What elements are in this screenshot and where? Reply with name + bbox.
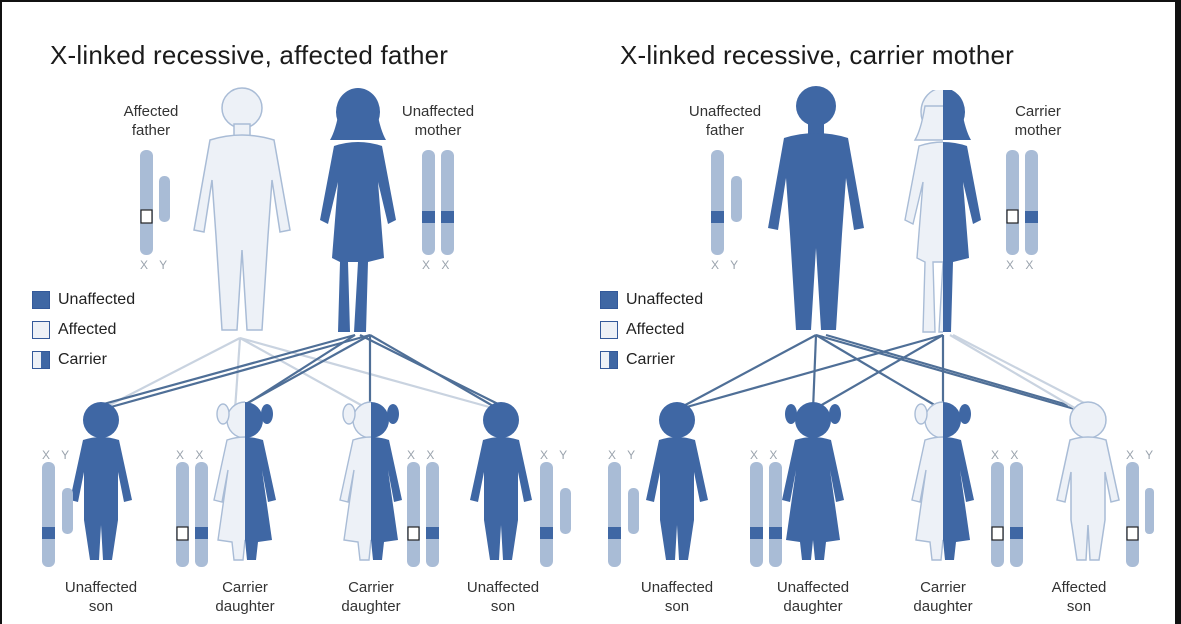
- child-3-figure: [911, 401, 974, 561]
- child-2-chrom-label: X X: [176, 448, 208, 462]
- panel-title: X-linked recessive, affected father: [50, 40, 449, 70]
- child-1-figure: [70, 402, 132, 560]
- child-3-chrom-label: X X: [991, 448, 1023, 462]
- child-4-chrom-label: X Y: [540, 448, 572, 462]
- father-figure: [193, 87, 291, 331]
- child-3-chromosomes: [991, 462, 1023, 567]
- child-3-figure: [339, 401, 402, 561]
- panel-affected-father: X-linked recessive, affected father: [0, 0, 590, 624]
- child-1-figure: [646, 402, 708, 560]
- child-1-chrom-label: X Y: [42, 448, 74, 462]
- mother-chrom-label: X X: [422, 258, 454, 272]
- child-4-chrom-label: X Y: [1126, 448, 1158, 462]
- legend-unaffected: Unaffected: [32, 285, 135, 315]
- unaffected-swatch: [600, 291, 618, 309]
- pedigree-diagram: [42, 87, 571, 567]
- mother-chromosomes: [422, 150, 454, 255]
- pedigree-diagram: [608, 86, 1154, 567]
- child-4-chromosomes: [1126, 462, 1154, 567]
- mother-chrom-label: X X: [1006, 258, 1038, 272]
- inheritance-lines: [675, 333, 1089, 412]
- child-3-chromosomes: [407, 462, 439, 567]
- child-4-figure: [1056, 401, 1120, 561]
- child-2-figure: [782, 402, 844, 560]
- inheritance-lines: [99, 333, 501, 412]
- legend-carrier: Carrier: [600, 345, 703, 375]
- legend: Unaffected Affected Carrier: [32, 285, 135, 375]
- panel-title: X-linked recessive, carrier mother: [620, 40, 1015, 70]
- affected-swatch: [600, 321, 618, 339]
- child-4-figure: [470, 402, 532, 560]
- father-chromosomes: [711, 150, 742, 255]
- mother-chromosomes: [1006, 150, 1038, 255]
- legend-affected: Affected: [600, 315, 703, 345]
- affected-swatch: [32, 321, 50, 339]
- panel-carrier-mother: X-linked recessive, carrier mother: [568, 0, 1158, 624]
- child-3-chrom-label: X X: [407, 448, 439, 462]
- father-chromosomes: [140, 150, 170, 255]
- father-figure: [768, 86, 864, 330]
- carrier-swatch: [32, 351, 50, 369]
- legend-affected: Affected: [32, 315, 135, 345]
- legend-carrier: Carrier: [32, 345, 135, 375]
- legend: Unaffected Affected Carrier: [600, 285, 703, 375]
- child-4-chromosomes: [540, 462, 571, 567]
- father-chrom-label: X Y: [140, 258, 172, 272]
- child-2-figure: [213, 401, 276, 561]
- legend-unaffected: Unaffected: [600, 285, 703, 315]
- child-1-chromosomes: [608, 462, 639, 567]
- mother-figure: [320, 88, 396, 332]
- child-2-chromosomes: [176, 462, 208, 567]
- child-2-chrom-label: X X: [750, 448, 782, 462]
- child-1-chrom-label: X Y: [608, 448, 640, 462]
- unaffected-swatch: [32, 291, 50, 309]
- mother-figure: [904, 90, 981, 333]
- child-2-chromosomes: [750, 462, 782, 567]
- father-chrom-label: X Y: [711, 258, 743, 272]
- child-1-chromosomes: [42, 462, 73, 567]
- carrier-swatch: [600, 351, 618, 369]
